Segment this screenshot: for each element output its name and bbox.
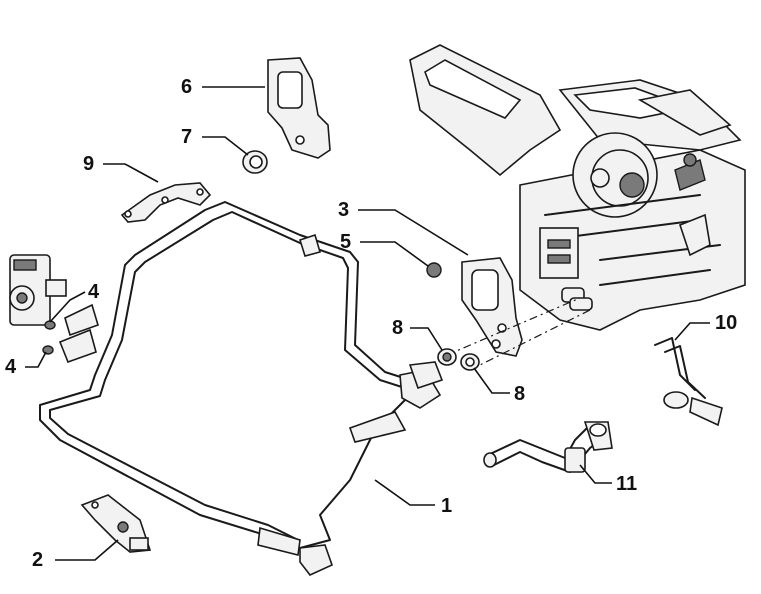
callout-8b: 8 bbox=[514, 383, 525, 405]
callout-4b: 4 bbox=[5, 356, 17, 378]
callout-3: 3 bbox=[338, 199, 349, 221]
leader-line-7 bbox=[202, 136, 249, 156]
hose-11 bbox=[483, 421, 613, 473]
control-valve bbox=[9, 254, 67, 326]
leader-line-4b bbox=[25, 351, 47, 368]
bracket-2 bbox=[80, 494, 152, 553]
callout-8a: 8 bbox=[392, 317, 403, 339]
callout-4a: 4 bbox=[88, 281, 100, 303]
hose-assembly-1 bbox=[39, 201, 444, 576]
bracket-9 bbox=[120, 182, 212, 223]
clip-4a bbox=[44, 320, 56, 330]
callout-2: 2 bbox=[32, 549, 43, 571]
leader-line-5 bbox=[360, 241, 429, 267]
leader-line-11 bbox=[579, 464, 612, 484]
gasket-plate-3 bbox=[461, 257, 523, 357]
hose-10 bbox=[654, 337, 723, 427]
leader-line-4a bbox=[49, 291, 86, 323]
grommet-7 bbox=[242, 150, 268, 174]
gasket-plate-6 bbox=[267, 57, 331, 159]
callout-10: 10 bbox=[715, 312, 737, 334]
clamp-8a bbox=[437, 348, 457, 366]
heater-blower-unit bbox=[409, 44, 746, 331]
leader-line-3 bbox=[358, 209, 469, 256]
callout-7: 7 bbox=[181, 126, 192, 148]
callout-5: 5 bbox=[340, 231, 351, 253]
assembly-axis-line bbox=[446, 297, 581, 356]
nut-5 bbox=[426, 262, 442, 278]
callout-1: 1 bbox=[441, 495, 452, 517]
leader-line-1 bbox=[374, 479, 435, 506]
leader-line-8b bbox=[473, 367, 510, 394]
clip-4b bbox=[42, 345, 54, 355]
callout-9: 9 bbox=[83, 153, 94, 175]
callout-6: 6 bbox=[181, 76, 192, 98]
clamp-8b bbox=[460, 353, 480, 371]
leader-line-10 bbox=[674, 322, 710, 341]
assembly-axis-line bbox=[469, 309, 591, 371]
leader-line-9 bbox=[103, 163, 159, 183]
leader-line-8a bbox=[410, 327, 443, 351]
leader-line-2 bbox=[55, 539, 119, 561]
callout-11: 11 bbox=[616, 473, 637, 495]
